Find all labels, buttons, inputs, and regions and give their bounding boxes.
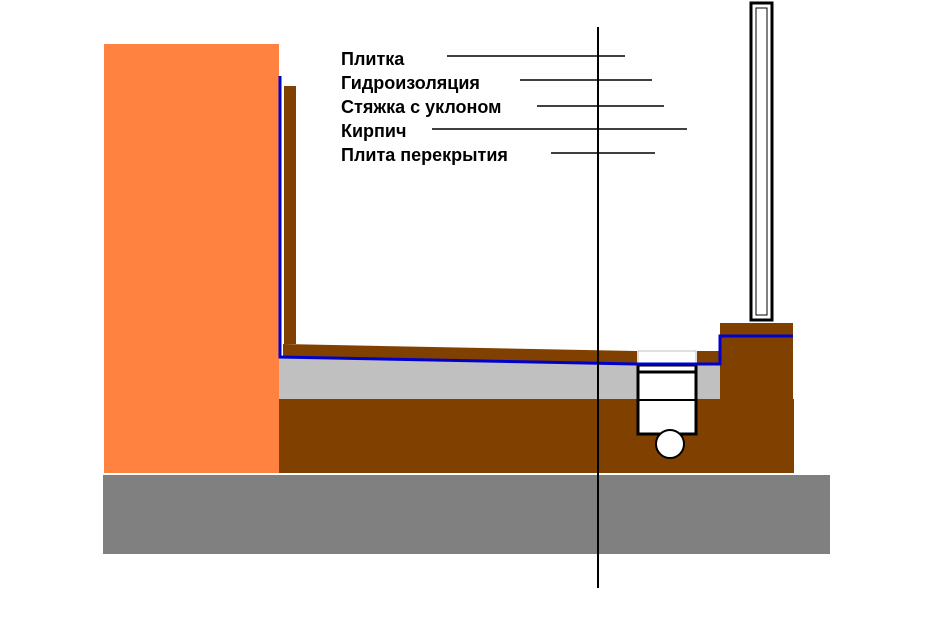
screed-right — [697, 364, 720, 399]
legend-label-tile: Плитка — [341, 49, 405, 69]
brick-step — [720, 323, 793, 399]
drain-grate — [637, 350, 697, 365]
floor-drain — [636, 350, 698, 459]
legend-label-floor-slab: Плита перекрытия — [341, 145, 508, 165]
floor-slab — [103, 475, 830, 554]
legend-label-sloped-screed: Стяжка с уклоном — [341, 97, 502, 117]
brick-layer — [279, 399, 794, 473]
door-frame-inner — [755, 7, 768, 316]
drain-outlet — [655, 429, 685, 459]
legend-label-brick: Кирпич — [341, 121, 406, 141]
waterproofing-line — [278, 76, 793, 366]
wall — [104, 44, 279, 473]
sloped-screed — [279, 358, 637, 399]
wall-tile — [284, 86, 296, 344]
floor-tile-right — [697, 351, 720, 363]
legend-label-waterproofing: Гидроизоляция — [341, 73, 480, 93]
